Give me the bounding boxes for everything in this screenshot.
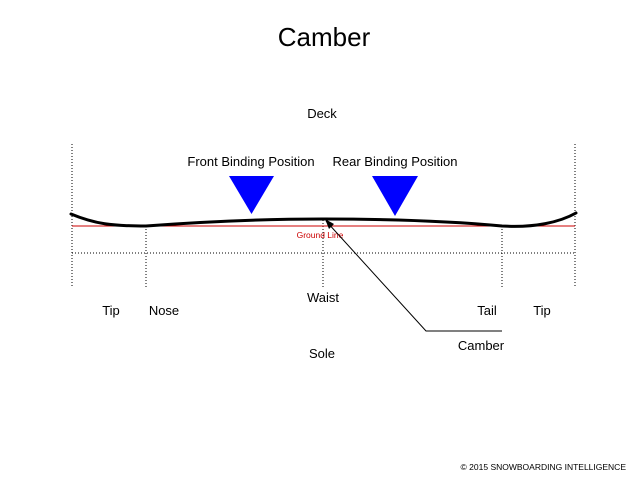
tip-right-label: Tip	[533, 303, 551, 318]
board-profile	[69, 211, 578, 228]
ground-line-label: Ground Line	[297, 230, 344, 240]
front-binding-label: Front Binding Position	[187, 154, 314, 169]
front-binding-marker	[229, 176, 274, 214]
deck-label: Deck	[307, 106, 337, 121]
tail-label: Tail	[477, 303, 497, 318]
copyright-notice: © 2015 SNOWBOARDING INTELLIGENCE	[461, 462, 627, 472]
camber-label: Camber	[458, 338, 505, 353]
waist-label: Waist	[307, 290, 339, 305]
tip-left-label: Tip	[102, 303, 120, 318]
rear-binding-marker	[372, 176, 418, 216]
sole-label: Sole	[309, 346, 335, 361]
rear-binding-label: Rear Binding Position	[332, 154, 457, 169]
camber-callout-arrowhead	[325, 219, 334, 229]
nose-label: Nose	[149, 303, 179, 318]
diagram-title: Camber	[278, 22, 371, 52]
camber-callout-line	[325, 220, 502, 332]
